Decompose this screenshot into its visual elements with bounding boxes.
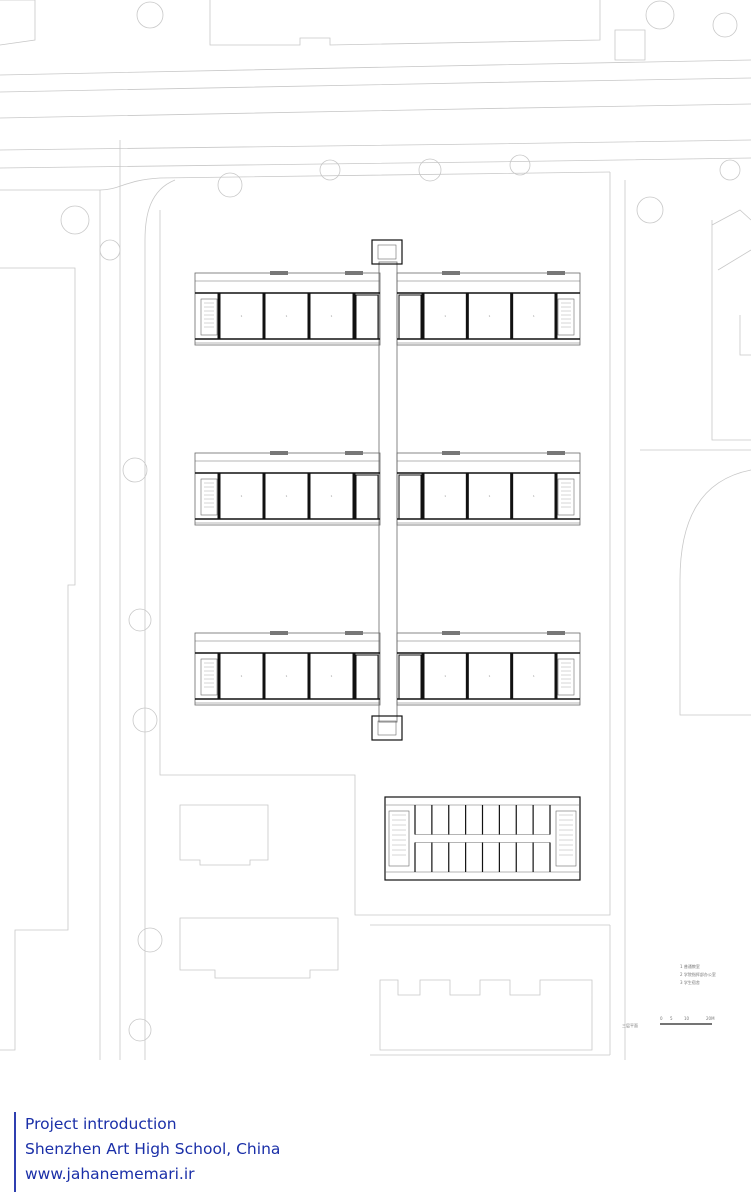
room-number: 1: [241, 494, 243, 498]
column: [554, 653, 558, 699]
column: [421, 293, 425, 339]
roof-vent: [270, 631, 288, 635]
column: [352, 653, 356, 699]
stair: [557, 298, 575, 336]
project-caption: Project introduction Shenzhen Art High S…: [14, 1112, 280, 1192]
building-plan: 1 1 1 1 1 1 1 1 1 1 1 1 1 1 1 1 1 1: [194, 239, 581, 881]
column: [510, 653, 514, 699]
room-number: 1: [331, 314, 333, 318]
roof-vent: [270, 451, 288, 455]
column: [262, 653, 266, 699]
caption-website-link[interactable]: www.jahanememari.ir: [25, 1165, 195, 1183]
column: [465, 653, 469, 699]
drawing-legend: 1 普通教室 2 学院指挥部办公室 3 学生宿舍 0 5 10 20M 三层平面: [622, 963, 716, 1028]
column: [510, 473, 514, 519]
room-number: 1: [444, 314, 446, 318]
classroom-wing: [194, 272, 381, 346]
room-number: 1: [489, 674, 491, 678]
column: [307, 293, 311, 339]
column: [554, 293, 558, 339]
toilet-block: [398, 474, 422, 520]
column: [352, 293, 356, 339]
stair: [557, 658, 575, 696]
roof-vent: [547, 271, 565, 275]
legend-item: 3 学生宿舍: [680, 979, 700, 985]
roof-vent: [547, 631, 565, 635]
column: [352, 473, 356, 519]
roof-vent: [345, 451, 363, 455]
room-number: 1: [533, 314, 535, 318]
site-floor-plan: 1 1 1 1 1 1 1 1 1 1 1 1 1 1 1 1 1 1 1 普通教室 2 学院指挥部办公室 3 学…: [0, 0, 751, 1060]
dorm-stair: [555, 810, 577, 867]
legend-item: 1 普通教室: [680, 963, 700, 969]
column: [307, 473, 311, 519]
roof-vent: [442, 451, 460, 455]
dormitory-block: [384, 796, 581, 881]
column: [217, 653, 221, 699]
room-number: 1: [533, 674, 535, 678]
toilet-block: [398, 294, 422, 340]
stair-core: [377, 720, 397, 736]
stair: [557, 478, 575, 516]
roof-vent: [442, 631, 460, 635]
stair-tower: [371, 715, 403, 741]
roof-vent: [270, 271, 288, 275]
column: [465, 473, 469, 519]
column: [421, 653, 425, 699]
room-number: 1: [489, 314, 491, 318]
classroom-wing: [194, 632, 381, 706]
column: [554, 473, 558, 519]
classroom-wing: [396, 452, 581, 526]
room-number: 1: [241, 674, 243, 678]
scale-tick: 10: [684, 1016, 690, 1021]
stair: [200, 298, 218, 336]
caption-project-name: Shenzhen Art High School, China: [25, 1140, 281, 1158]
column: [510, 293, 514, 339]
scale-tick: 5: [670, 1016, 673, 1021]
column: [465, 293, 469, 339]
dorm-stair: [388, 810, 410, 867]
stair: [200, 658, 218, 696]
scale-tick: 0: [660, 1016, 663, 1021]
room-number: 1: [241, 314, 243, 318]
classroom-wing: [194, 452, 381, 526]
toilet-block: [355, 654, 379, 700]
column: [217, 293, 221, 339]
roof-vent: [442, 271, 460, 275]
scale-tick: 20M: [706, 1016, 715, 1021]
column: [421, 473, 425, 519]
room-number: 1: [444, 674, 446, 678]
stair: [200, 478, 218, 516]
legend-item: 2 学院指挥部办公室: [680, 971, 716, 977]
roof-vent: [345, 271, 363, 275]
room-number: 1: [331, 494, 333, 498]
toilet-block: [398, 654, 422, 700]
toilet-block: [355, 474, 379, 520]
central-corridor: [378, 261, 398, 723]
column: [217, 473, 221, 519]
roof-vent: [345, 631, 363, 635]
column: [262, 293, 266, 339]
stair-core: [377, 244, 397, 260]
stair-tower: [371, 239, 403, 265]
room-number: 1: [286, 494, 288, 498]
classroom-wing: [396, 272, 581, 346]
room-number: 1: [331, 674, 333, 678]
caption-heading: Project introduction: [25, 1115, 177, 1133]
room-number: 1: [444, 494, 446, 498]
plan-title: 三层平面: [622, 1022, 638, 1028]
room-number: 1: [286, 314, 288, 318]
classroom-wing: [396, 632, 581, 706]
room-number: 1: [533, 494, 535, 498]
toilet-block: [355, 294, 379, 340]
column: [307, 653, 311, 699]
roof-vent: [547, 451, 565, 455]
site-context: [0, 0, 751, 1060]
room-number: 1: [286, 674, 288, 678]
room-number: 1: [489, 494, 491, 498]
column: [262, 473, 266, 519]
